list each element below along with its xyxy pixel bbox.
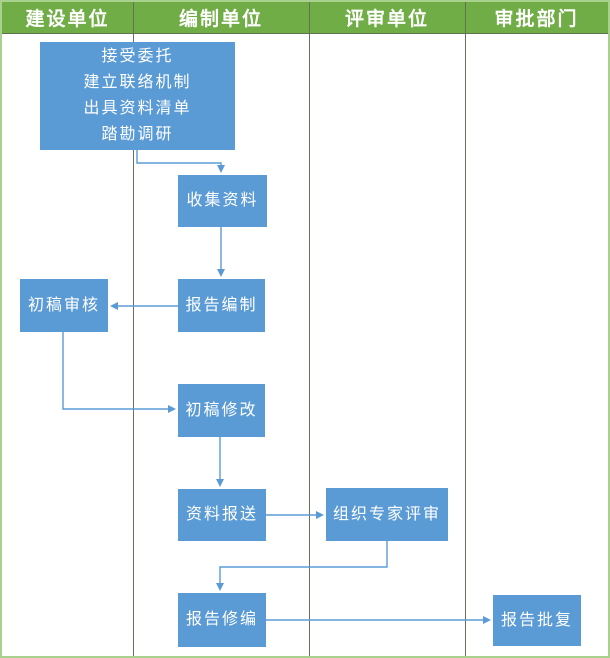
node-report-approval: 报告批复 <box>493 595 581 646</box>
lane-divider-2 <box>309 2 310 656</box>
connector-draft-review-to-draft-revise <box>62 332 176 413</box>
node-intake: 接受委托 建立联络机制 出具资料清单 踏勘调研 <box>40 42 235 150</box>
node-report-amendment: 报告修编 <box>178 593 266 647</box>
lane-header-approval-dept: 审批部门 <box>494 9 579 30</box>
lane-header-compilation-unit: 编制单位 <box>178 9 263 30</box>
lane-divider-3 <box>465 2 466 656</box>
node-intake-line-1: 接受委托 <box>101 48 174 65</box>
lane-header-review-unit: 评审单位 <box>344 9 429 30</box>
lane-header-row: 建设单位 编制单位 评审单位 审批部门 <box>2 2 608 34</box>
node-material-submission: 资料报送 <box>178 489 266 541</box>
connector-expert-review-to-amend <box>216 541 388 591</box>
node-intake-line-3: 出具资料清单 <box>83 100 192 117</box>
node-expert-review: 组织专家评审 <box>326 488 448 541</box>
lane-divider-1 <box>133 2 134 656</box>
node-collect-materials: 收集资料 <box>178 175 267 227</box>
node-report-compilation: 报告编制 <box>178 279 265 332</box>
node-intake-line-2: 建立联络机制 <box>83 74 192 91</box>
node-draft-review: 初稿审核 <box>20 279 108 332</box>
lane-header-construction-unit: 建设单位 <box>25 9 110 30</box>
node-intake-line-4: 踏勘调研 <box>101 126 174 143</box>
connector-intake-to-collect <box>136 150 225 173</box>
node-draft-revision: 初稿修改 <box>178 384 265 437</box>
